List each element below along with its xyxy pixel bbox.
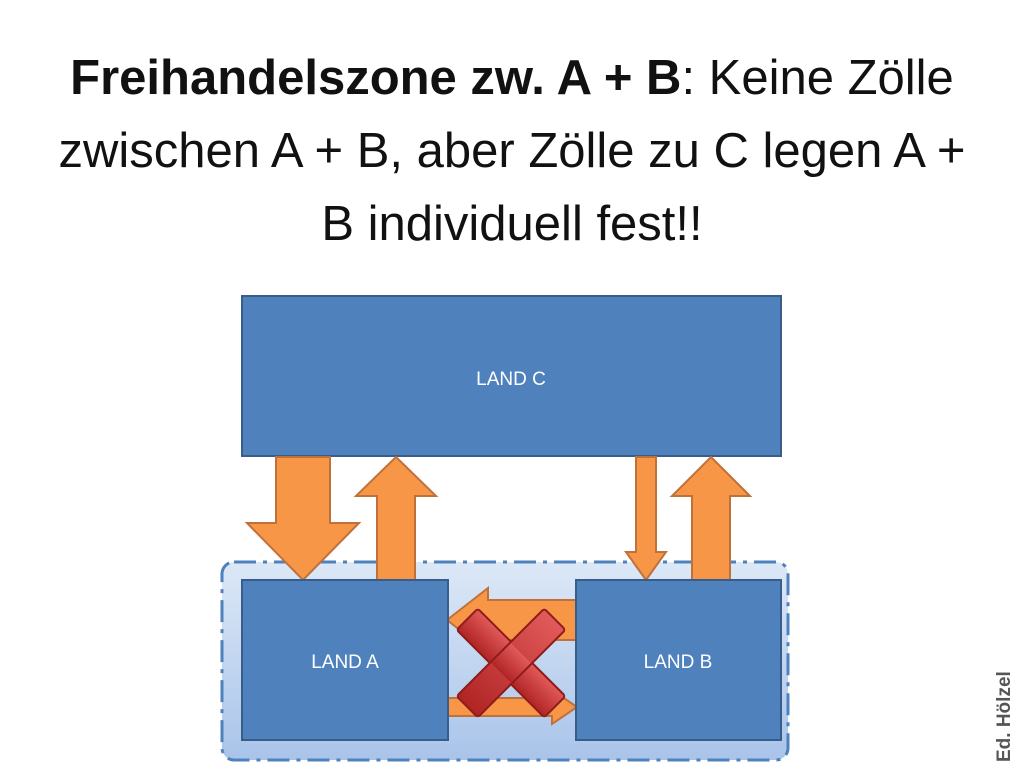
land-a-box [241,579,449,741]
no-tariff-cross-icon [456,608,566,718]
land-b-label: LAND B [644,652,713,673]
title-bold-part: Freihandelszone zw. A + B [70,51,682,105]
land-b-box [575,579,782,741]
publisher-logo-text: Ed. Hölzel [994,671,1015,762]
publisher-logo: Ed. Hölzel [990,652,1024,762]
land-c-box [241,295,782,457]
arrow-b-to-c [669,455,753,581]
title-normal-part: : Keine Zölle zwischen A + B, aber Zölle… [58,51,966,251]
land-a-label: LAND A [311,652,379,673]
land-c-label: LAND C [476,369,546,390]
slide-title: Freihandelszone zw. A + B: Keine Zölle z… [40,42,984,261]
arrow-c-to-b [624,456,668,582]
arrow-a-to-c [353,455,439,581]
arrow-c-to-a [244,456,362,582]
